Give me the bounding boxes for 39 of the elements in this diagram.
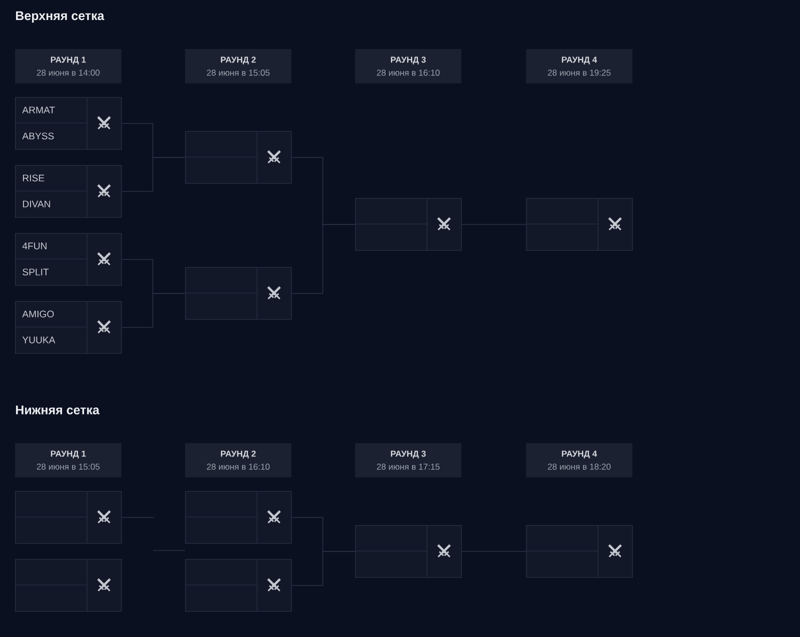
round-header: РАУНД 4 28 июня в 18:20 (526, 443, 632, 478)
team-name: ABYSS (22, 132, 54, 140)
team-name: DIVAN (22, 200, 50, 208)
match-box (14, 232, 122, 286)
match-box (184, 266, 292, 320)
match-box (14, 558, 122, 612)
team-name: ARMAT (22, 106, 55, 114)
round-header: РАУНД 1 28 июня в 14:00 (15, 49, 122, 84)
team-name: RISE (22, 174, 44, 182)
connector-line (121, 157, 186, 192)
connector-line (121, 293, 186, 328)
match-box (184, 130, 292, 184)
match-box (14, 96, 122, 150)
connector-line (291, 224, 356, 294)
match-box (526, 524, 633, 578)
match-box (354, 524, 462, 578)
round-header: РАУНД 2 28 июня в 16:10 (185, 443, 292, 478)
match-box (14, 164, 122, 218)
team-name: YUUKA (22, 336, 56, 344)
connector-line (291, 551, 356, 586)
match-box (14, 490, 122, 544)
round-header: РАУНД 1 28 июня в 15:05 (15, 443, 122, 478)
team-name: SPLIT (22, 268, 49, 276)
connector-line (461, 224, 526, 225)
match-box (184, 490, 292, 544)
team-name: AMIGO (22, 310, 54, 318)
team-name: 4FUN (22, 242, 46, 250)
round-header: РАУНД 2 28 июня в 15:05 (185, 49, 292, 84)
connector-line (121, 517, 154, 518)
round-header: РАУНД 3 28 июня в 17:15 (355, 443, 462, 478)
connector-line (461, 551, 526, 552)
round-header: РАУНД 3 28 июня в 16:10 (355, 49, 462, 84)
round-header: РАУНД 4 28 июня в 19:25 (526, 49, 632, 84)
section-heading: Верхняя сетка (16, 11, 104, 23)
match-box (354, 198, 462, 251)
match-box (184, 558, 292, 612)
section-heading: Нижняя сетка (16, 406, 100, 414)
match-box (14, 300, 122, 354)
match-box (526, 198, 633, 251)
